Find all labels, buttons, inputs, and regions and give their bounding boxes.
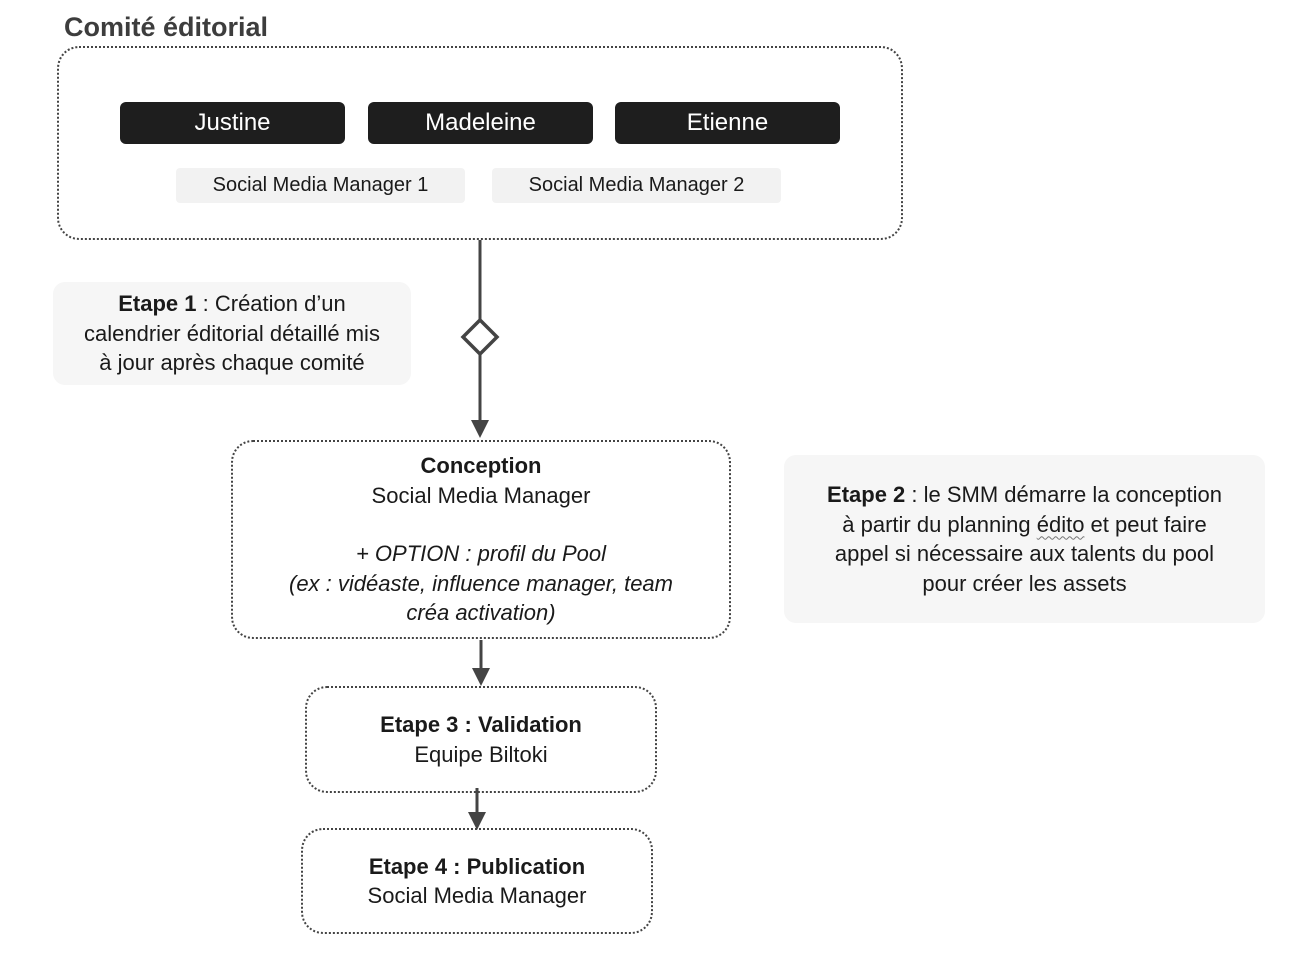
arrowhead-icon xyxy=(471,420,489,438)
conception-title: Conception xyxy=(420,453,542,479)
step2-text-4: pour créer les assets xyxy=(922,570,1127,596)
member-etienne: Etienne xyxy=(615,102,840,144)
step3-subtitle: Equipe Biltoki xyxy=(414,741,548,767)
step1-text-1: : Création d’un xyxy=(196,291,346,317)
step3-box: Etape 3 : Validation Equipe Biltoki xyxy=(305,686,657,793)
step2-text-2b: et peut faire xyxy=(1084,511,1207,537)
role-social-media-manager-2: Social Media Manager 2 xyxy=(492,168,781,203)
step2-line1: Etape 2 : le SMM démarre la conception xyxy=(827,482,1222,507)
step2-text-2a: à partir du planning xyxy=(842,511,1037,537)
step2-text-1: : le SMM démarre la conception xyxy=(905,482,1222,507)
step2-label: Etape 2 xyxy=(827,482,906,507)
member-madeleine: Madeleine xyxy=(368,102,593,144)
arrowhead-icon xyxy=(468,812,486,830)
committee-container xyxy=(57,46,903,240)
step4-box: Etape 4 : Publication Social Media Manag… xyxy=(301,828,653,934)
step2-text-2-word: édito xyxy=(1036,511,1085,537)
step3-title: Etape 3 : Validation xyxy=(380,712,582,737)
role-social-media-manager-1: Social Media Manager 1 xyxy=(176,168,465,203)
step1-text-3: à jour après chaque comité xyxy=(99,350,365,376)
step2-text-3: appel si nécessaire aux talents du pool xyxy=(834,541,1215,566)
step1-label: Etape 1 xyxy=(118,291,197,317)
member-justine: Justine xyxy=(120,102,345,144)
conception-option-2: (ex : vidéaste, influence manager, team xyxy=(289,570,673,596)
conception-option-1: + OPTION : profil du Pool xyxy=(355,541,607,567)
step4-title: Etape 4 : Publication xyxy=(368,853,586,879)
conception-option-3: créa activation) xyxy=(406,600,556,626)
step4-subtitle: Social Media Manager xyxy=(367,883,587,908)
arrowhead-icon xyxy=(472,668,490,686)
step2-line2: à partir du planning édito et peut faire xyxy=(842,512,1207,537)
step1-note: Etape 1 : Création d’un calendrier édito… xyxy=(53,282,411,385)
step1-text-2: calendrier éditorial détaillé mis xyxy=(84,320,380,346)
conception-box: Conception Social Media Manager + OPTION… xyxy=(231,440,731,639)
committee-title: Comité éditorial xyxy=(64,12,269,42)
diamond-icon xyxy=(460,317,500,357)
conception-role: Social Media Manager xyxy=(371,482,591,508)
step2-note: Etape 2 : le SMM démarre la conception à… xyxy=(784,455,1265,623)
step1-line1: Etape 1 : Création d’un xyxy=(118,291,345,316)
